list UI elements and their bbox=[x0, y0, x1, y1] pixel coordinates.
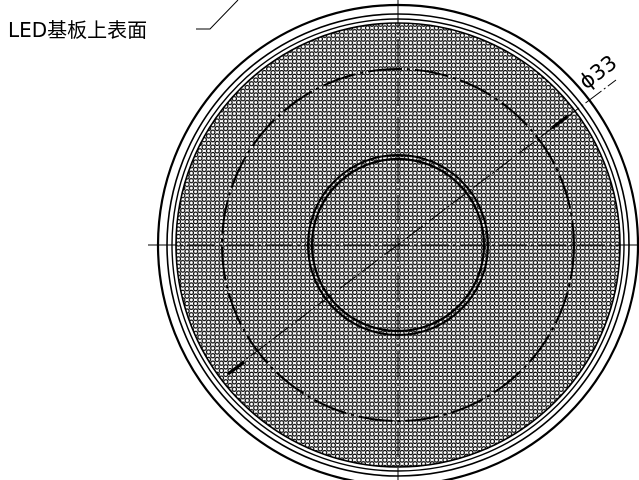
diameter-label: ϕ33 bbox=[575, 50, 622, 94]
dimension-arrow-upper bbox=[551, 114, 569, 130]
dimension-arrow-lower bbox=[227, 360, 245, 376]
diameter-33-dashed-circle bbox=[221, 68, 575, 422]
surface-label: LED基板上表面 bbox=[8, 18, 147, 42]
diameter-dimension-line bbox=[227, 79, 617, 374]
surface-label-leader-line bbox=[196, 0, 239, 30]
